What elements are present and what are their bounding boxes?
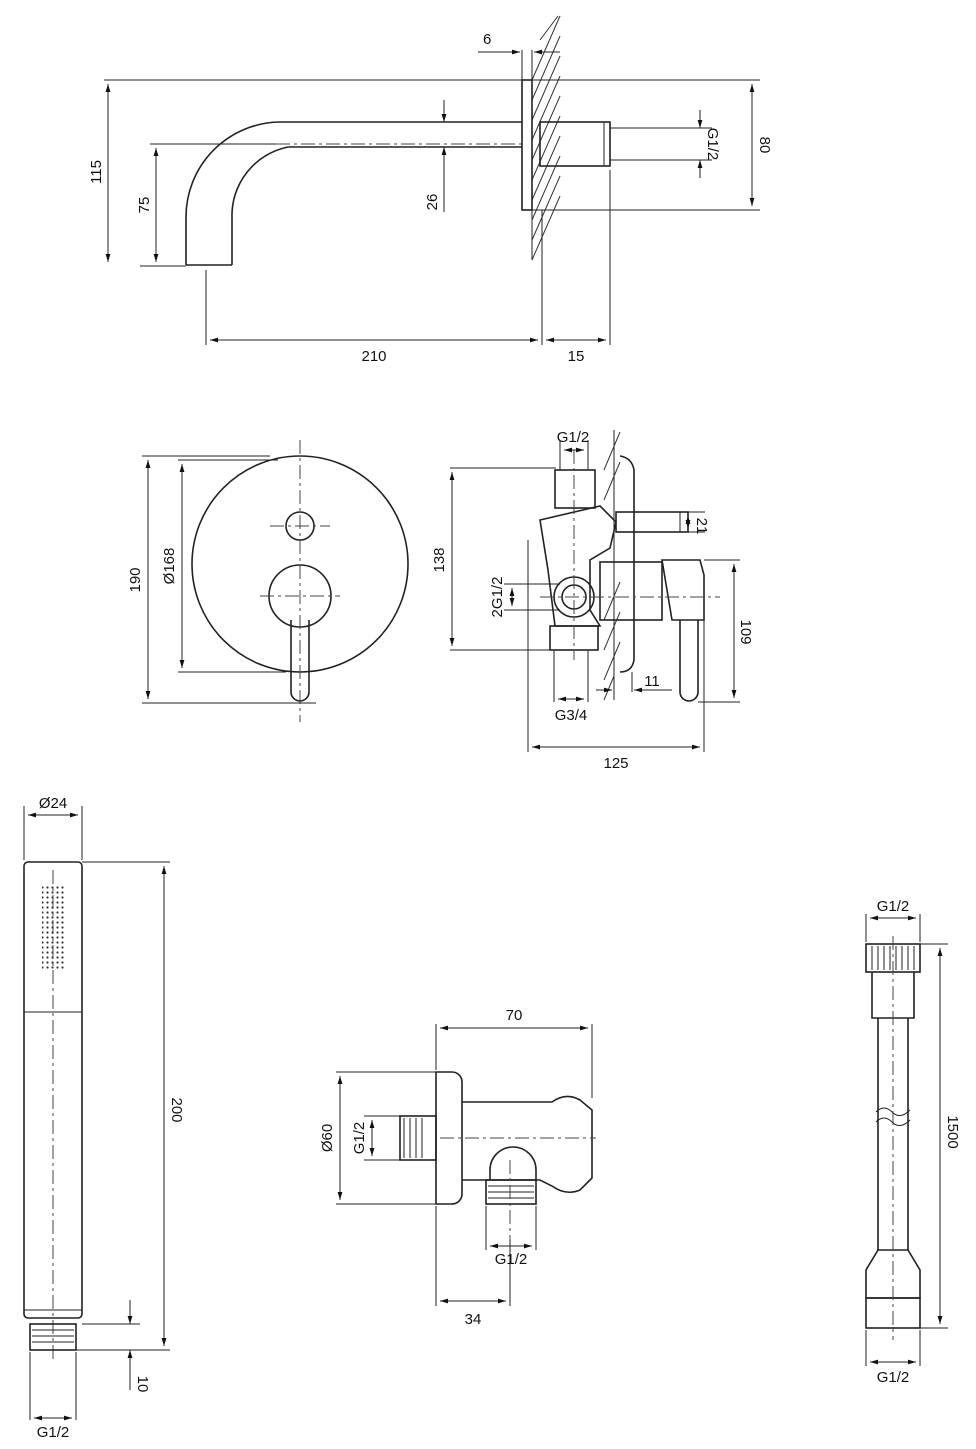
spray-face [42, 885, 66, 969]
spout-drawing: 6 115 75 26 G1/2 80 210 15 [88, 15, 773, 365]
dim-g12-mixer: G1/2 [557, 429, 590, 446]
mixer-front-drawing: 190 Ø168 [127, 440, 409, 722]
dim-11: 11 [644, 673, 660, 690]
dim-26: 26 [424, 194, 441, 211]
dim-60: Ø60 [319, 1124, 336, 1152]
dim-70: 70 [506, 1007, 523, 1024]
wall-outlet-drawing: 70 Ø60 G1/2 G1/2 34 [319, 1007, 596, 1328]
dim-6: 6 [483, 31, 491, 48]
dim-190: 190 [127, 567, 144, 592]
dim-34: 34 [465, 1311, 482, 1328]
dim-g34: G3/4 [555, 707, 588, 724]
dim-75: 75 [136, 197, 153, 214]
mixer-side-drawing: G1/2 138 21 2G1/2 109 11 G3/4 125 [431, 429, 754, 772]
dim-g12-outlet-bottom: G1/2 [495, 1251, 528, 1268]
hand-shower-drawing: Ø24 200 10 G1/2 [23, 795, 185, 1441]
dim-g12-hose-top: G1/2 [877, 898, 910, 915]
dim-80: 80 [756, 137, 773, 154]
dim-109: 109 [737, 619, 754, 644]
dim-g12-outlet-side: G1/2 [351, 1122, 368, 1155]
dim-g12-hose-bottom: G1/2 [877, 1369, 910, 1386]
dim-24: Ø24 [39, 795, 67, 812]
hose-drawing: G1/2 1500 G1/2 [865, 898, 961, 1386]
dim-15: 15 [568, 348, 585, 365]
dim-125: 125 [603, 755, 628, 772]
dim-138: 138 [431, 547, 448, 572]
dim-g12-spout: G1/2 [704, 128, 721, 161]
dim-1500: 1500 [944, 1115, 961, 1148]
dim-200: 200 [168, 1097, 185, 1122]
wall-hatch [531, 15, 561, 261]
dim-210: 210 [361, 348, 386, 365]
dim-10: 10 [134, 1376, 151, 1393]
dim-21: 21 [693, 518, 710, 535]
dim-2g12: 2G1/2 [489, 577, 506, 618]
dim-168: Ø168 [161, 548, 178, 585]
dim-g12-hand: G1/2 [37, 1424, 70, 1441]
dim-115: 115 [88, 160, 105, 184]
